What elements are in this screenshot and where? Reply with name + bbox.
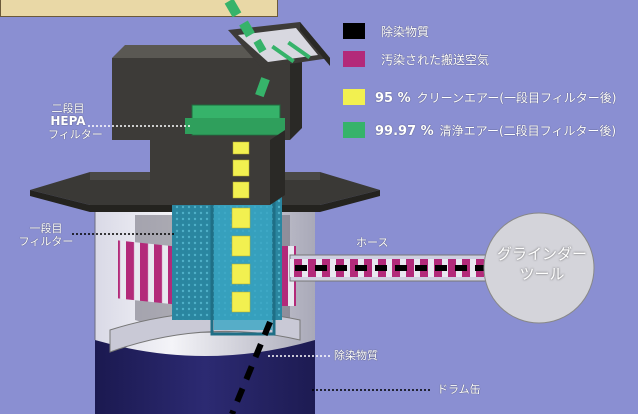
decontamination-material-label: 除染物質 [334,349,378,362]
legend-swatch [343,51,365,67]
legend-item-contaminant: 除染物質 [343,20,429,42]
clean-air-flow [224,0,311,98]
contaminant-flow [229,320,273,414]
legend-item-clean-9997: 99.97 %清浄エアー(二段目フィルター後) [343,119,616,141]
legend-label: 95 %クリーンエアー(一段目フィルター後) [375,90,617,106]
legend-item-clean-95: 95 %クリーンエアー(一段目フィルター後) [343,86,616,108]
hose [289,254,496,282]
legend-label: 汚染された搬送空気 [381,52,490,67]
legend: 除染物質 汚染された搬送空気 95 %クリーンエアー(一段目フィルター後) 99… [343,0,633,160]
hepa-filter-label: 二段目 HEPA フィルター [48,102,103,141]
legend-label: 99.97 %清浄エアー(二段目フィルター後) [375,123,617,139]
legend-swatch [343,122,365,138]
exhaust-duct [228,22,330,68]
clean-air-column [231,141,251,313]
caption-box-fragment [0,0,278,17]
leader-lines [72,125,430,391]
grinder-label: グラインダー ツール [496,245,587,283]
hose-label: ホース [356,236,389,249]
legend-label: 除染物質 [381,24,430,39]
first-stage-filter [172,190,282,336]
legend-swatch [343,89,365,105]
legend-item-contaminated-air: 汚染された搬送空気 [343,48,489,70]
grinder-tool [483,212,595,324]
legend-swatch [343,23,365,39]
first-filter-label: 一段目 フィルター [18,222,74,248]
drum-label: ドラム缶 [437,383,481,396]
